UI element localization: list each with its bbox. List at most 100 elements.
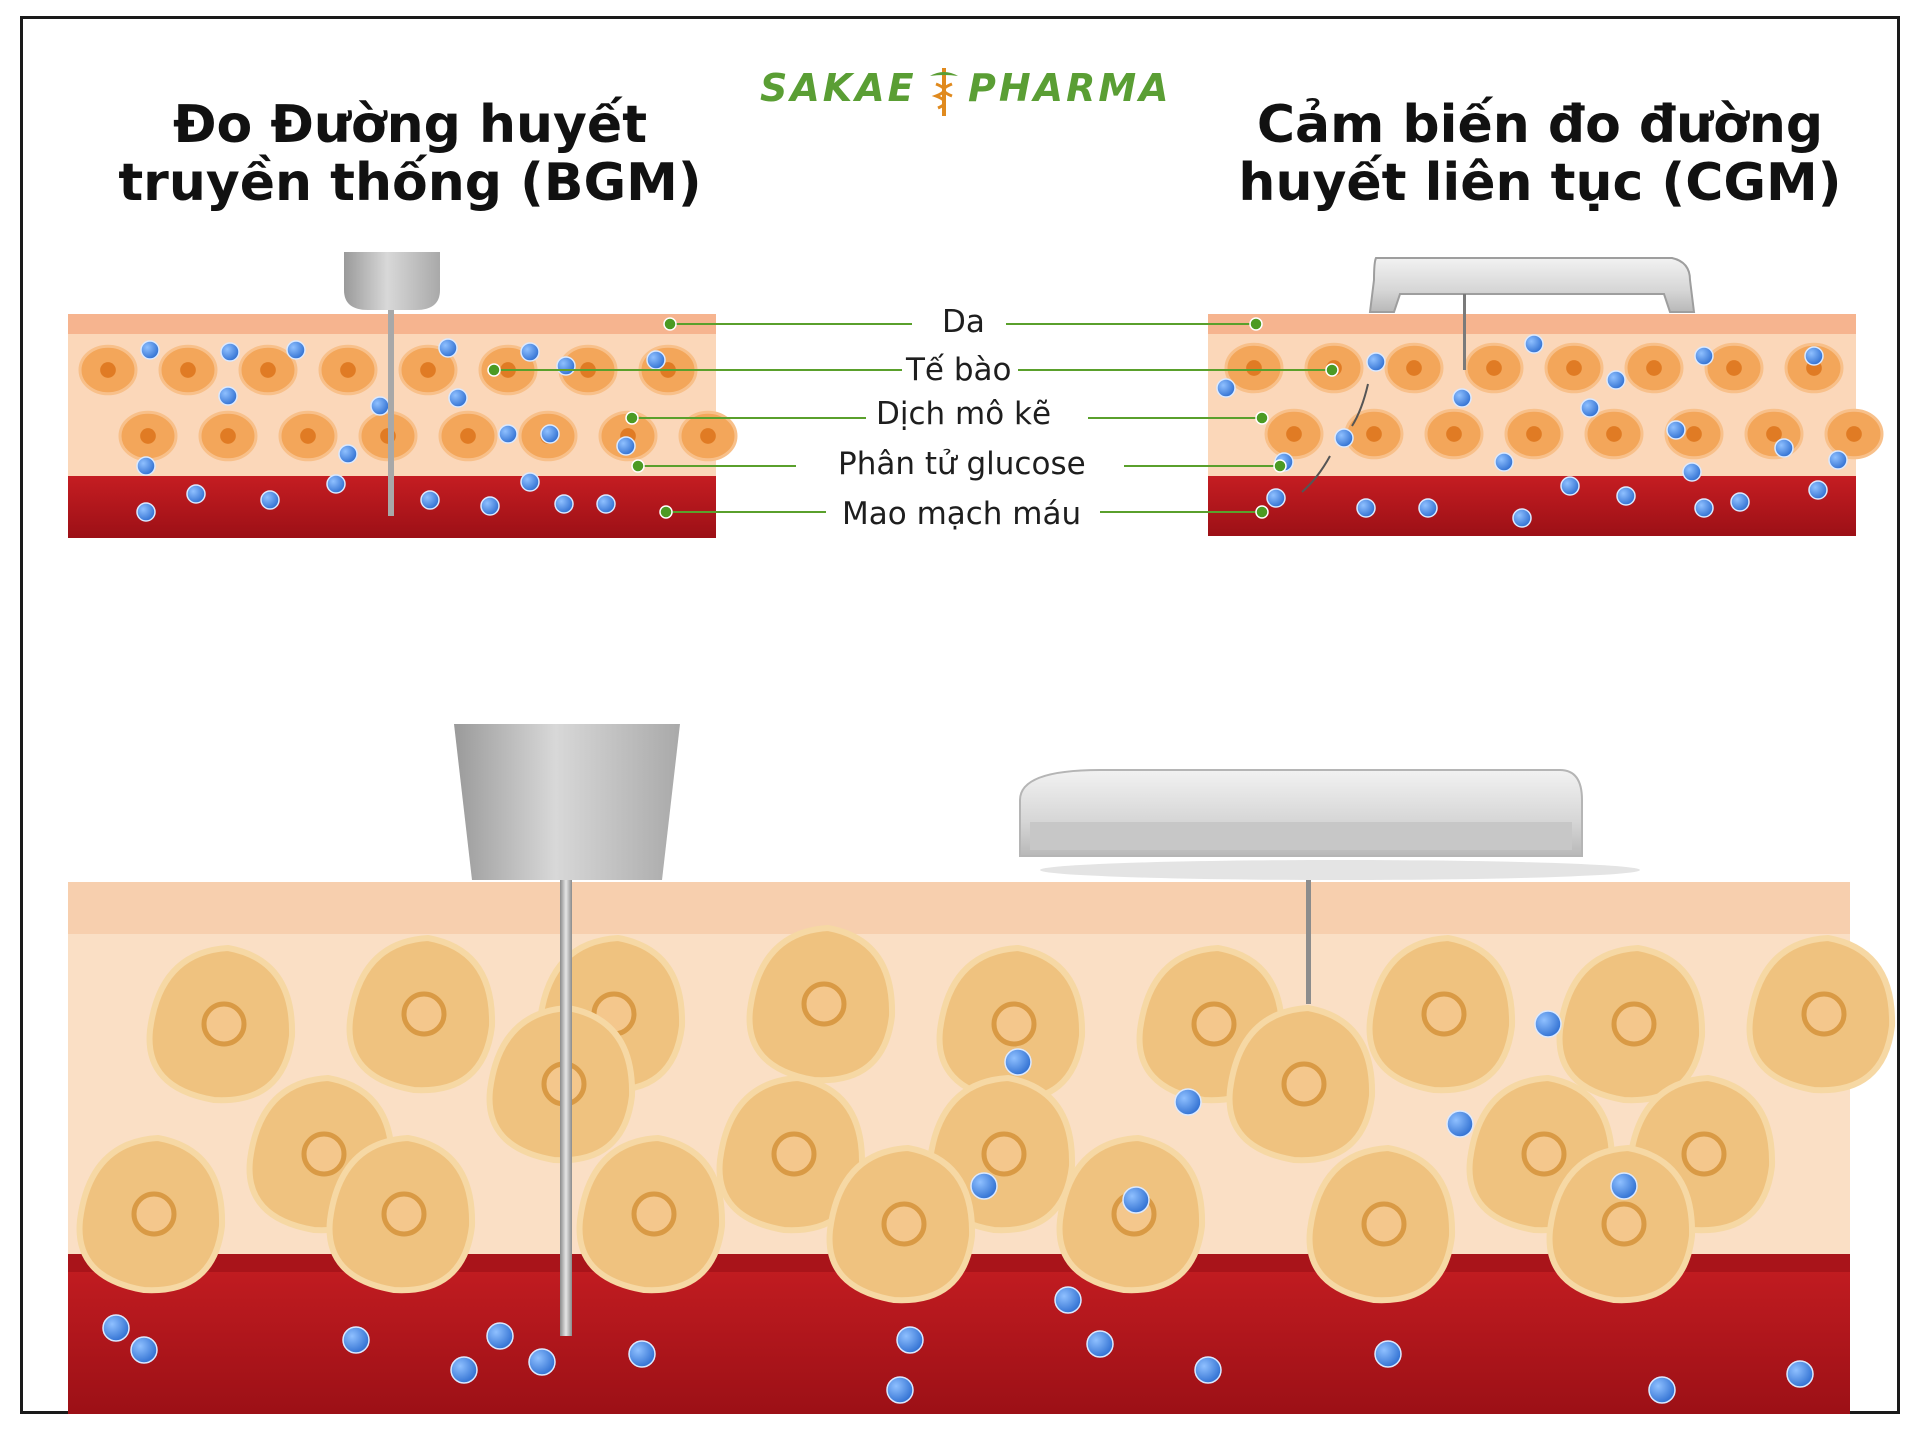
- cell-nucleus: [420, 362, 436, 378]
- glucose-molecule: [1266, 488, 1286, 508]
- large-cell-nucleus: [801, 981, 847, 1027]
- bgm-title-line-2: truyền thống (BGM): [118, 153, 702, 213]
- cgm-blood-layer: [1208, 476, 1856, 536]
- glucose-molecule: [886, 1376, 914, 1404]
- glucose-molecule: [342, 1326, 370, 1354]
- large-cell-nucleus: [1281, 1061, 1327, 1107]
- cell-nucleus: [220, 428, 236, 444]
- cell-nucleus: [1446, 426, 1462, 442]
- glucose-molecule: [1534, 1010, 1562, 1038]
- large-panel: [68, 724, 1896, 1414]
- cell-nucleus: [1486, 360, 1502, 376]
- glucose-molecule: [1194, 1356, 1222, 1384]
- leader-dot-capillary-left: [659, 505, 673, 519]
- cell-nucleus: [1286, 426, 1302, 442]
- logo-word-sakae: SAKAE: [760, 66, 917, 110]
- large-cell-nucleus: [1421, 991, 1467, 1037]
- glucose-molecule: [326, 474, 346, 494]
- glucose-molecule: [628, 1340, 656, 1368]
- large-cell-nucleus: [631, 1191, 677, 1237]
- cell-nucleus: [1686, 426, 1702, 442]
- cell-nucleus: [1846, 426, 1862, 442]
- cell-nucleus: [1646, 360, 1662, 376]
- glucose-molecule: [1648, 1376, 1676, 1404]
- glucose-molecule: [1494, 452, 1514, 472]
- glucose-molecule: [520, 342, 540, 362]
- cell-nucleus: [1726, 360, 1742, 376]
- glucose-molecule: [1774, 438, 1794, 458]
- cell-nucleus: [1366, 426, 1382, 442]
- cgm-small-cells: [1224, 342, 1884, 460]
- legend-label-capillary: Mao mạch máu: [842, 496, 1082, 532]
- glucose-molecule: [450, 1356, 478, 1384]
- leader-dot-glucose-right: [1273, 459, 1287, 473]
- cell-nucleus: [1606, 426, 1622, 442]
- glucose-molecule: [136, 456, 156, 476]
- glucose-molecule: [1446, 1110, 1474, 1138]
- cgm-title-line-2: huyết liên tục (CGM): [1238, 153, 1842, 213]
- glucose-molecule: [140, 340, 160, 360]
- bgm-title: Đo Đường huyết truyền thống (BGM): [100, 96, 720, 212]
- large-cell-nucleus: [301, 1131, 347, 1177]
- glucose-molecule: [130, 1336, 158, 1364]
- glucose-molecule: [1374, 1340, 1402, 1368]
- cgm-title: Cảm biến đo đường huyết liên tục (CGM): [1230, 96, 1850, 212]
- glucose-molecule: [554, 494, 574, 514]
- large-cell-nucleus: [381, 1191, 427, 1237]
- leader-dot-interstitial-right: [1255, 411, 1269, 425]
- glucose-molecule: [1216, 378, 1236, 398]
- glucose-molecule: [286, 340, 306, 360]
- glucose-molecule: [1356, 498, 1376, 518]
- legend-label-interstitial: Dịch mô kẽ: [876, 396, 1052, 432]
- large-cell-nucleus: [1601, 1201, 1647, 1247]
- glucose-molecule: [540, 424, 560, 444]
- cell-nucleus: [1246, 360, 1262, 376]
- cell-nucleus: [300, 428, 316, 444]
- sakae-pharma-logo: SAKAE PHARMA: [760, 62, 1170, 118]
- glucose-molecule: [1804, 346, 1824, 366]
- cgm-skin-layer: [1208, 314, 1856, 334]
- glucose-molecule: [338, 444, 358, 464]
- leader-dot-interstitial-left: [625, 411, 639, 425]
- cell-nucleus: [100, 362, 116, 378]
- cell-nucleus: [1526, 426, 1542, 442]
- legend-label-glucose: Phân tử glucose: [838, 446, 1086, 482]
- cell-nucleus: [260, 362, 276, 378]
- large-cell-nucleus: [881, 1201, 927, 1247]
- glucose-molecule: [1054, 1286, 1082, 1314]
- cell-nucleus: [340, 362, 356, 378]
- large-lancet-needle: [560, 880, 572, 1336]
- glucose-molecule: [616, 436, 636, 456]
- glucose-molecule: [420, 490, 440, 510]
- glucose-molecule: [596, 494, 616, 514]
- large-cells: [76, 924, 1896, 1304]
- glucose-molecule: [1808, 480, 1828, 500]
- glucose-molecule: [1694, 346, 1714, 366]
- large-cell-nucleus: [1521, 1131, 1567, 1177]
- cgm-title-line-1: Cảm biến đo đường: [1256, 95, 1824, 155]
- glucose-molecule: [1786, 1360, 1814, 1388]
- large-cell-nucleus: [1361, 1201, 1407, 1247]
- bgm-small-lancet-head: [344, 252, 440, 310]
- legend-label-skin: Da: [942, 304, 985, 340]
- cgm-small-arrow-2: [1351, 383, 1369, 427]
- glucose-molecule: [970, 1172, 998, 1200]
- glucose-molecule: [1512, 508, 1532, 528]
- caduceus-icon: [930, 68, 958, 116]
- bgm-title-line-1: Đo Đường huyết: [172, 95, 648, 155]
- glucose-molecule: [1666, 420, 1686, 440]
- glucose-molecule: [1694, 498, 1714, 518]
- glucose-molecule: [1610, 1172, 1638, 1200]
- large-cell-nucleus: [1681, 1131, 1727, 1177]
- logo-word-pharma: PHARMA: [968, 66, 1172, 110]
- glucose-molecule: [102, 1314, 130, 1342]
- leader-dot-cell-right: [1325, 363, 1339, 377]
- glucose-molecule: [1004, 1048, 1032, 1076]
- glucose-molecule: [186, 484, 206, 504]
- legend-dots: [487, 317, 1339, 519]
- glucose-molecule: [370, 396, 390, 416]
- glucose-molecule: [528, 1348, 556, 1376]
- large-sensor-band: [1030, 822, 1572, 850]
- glucose-molecule: [260, 490, 280, 510]
